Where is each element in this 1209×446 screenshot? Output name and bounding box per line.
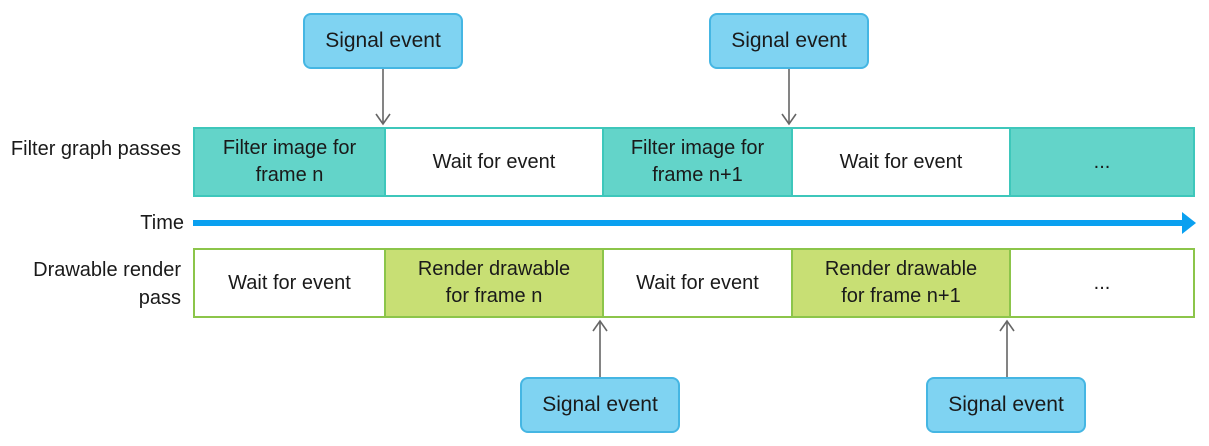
signal-event-label: Signal event xyxy=(325,29,441,52)
signal-event-box: Signal event xyxy=(926,377,1086,433)
signal-event-label: Signal event xyxy=(542,393,658,416)
filter-segment: Wait for event xyxy=(384,129,602,195)
filter-segment: Wait for event xyxy=(791,129,1009,195)
signal-down-arrow xyxy=(375,69,391,126)
signal-down-arrow xyxy=(781,69,797,126)
signal-up-arrow xyxy=(592,319,608,377)
time-arrow-head xyxy=(1182,212,1196,234)
time-label: Time xyxy=(140,212,184,234)
filter-segment: ... xyxy=(1009,129,1193,195)
drawable-segment: Wait for event xyxy=(602,250,791,316)
drawable-segment: Render drawable for frame n+1 xyxy=(791,250,1009,316)
signal-event-label: Signal event xyxy=(948,393,1064,416)
drawable-segment: ... xyxy=(1009,250,1193,316)
filter-row-label: Filter graph passes xyxy=(10,138,181,160)
filter-graph-lane: Filter image for frame n Wait for event … xyxy=(193,127,1195,197)
signal-event-box: Signal event xyxy=(709,13,869,69)
drawable-render-lane: Wait for event Render drawable for frame… xyxy=(193,248,1195,318)
drawable-segment: Render drawable for frame n xyxy=(384,250,602,316)
drawable-row-label: Drawable render pass xyxy=(33,259,181,309)
signal-event-box: Signal event xyxy=(303,13,463,69)
drawable-segment: Wait for event xyxy=(195,250,384,316)
signal-event-box: Signal event xyxy=(520,377,680,433)
filter-segment: Filter image for frame n+1 xyxy=(602,129,791,195)
filter-segment: Filter image for frame n xyxy=(195,129,384,195)
signal-event-label: Signal event xyxy=(731,29,847,52)
signal-up-arrow xyxy=(999,319,1015,377)
